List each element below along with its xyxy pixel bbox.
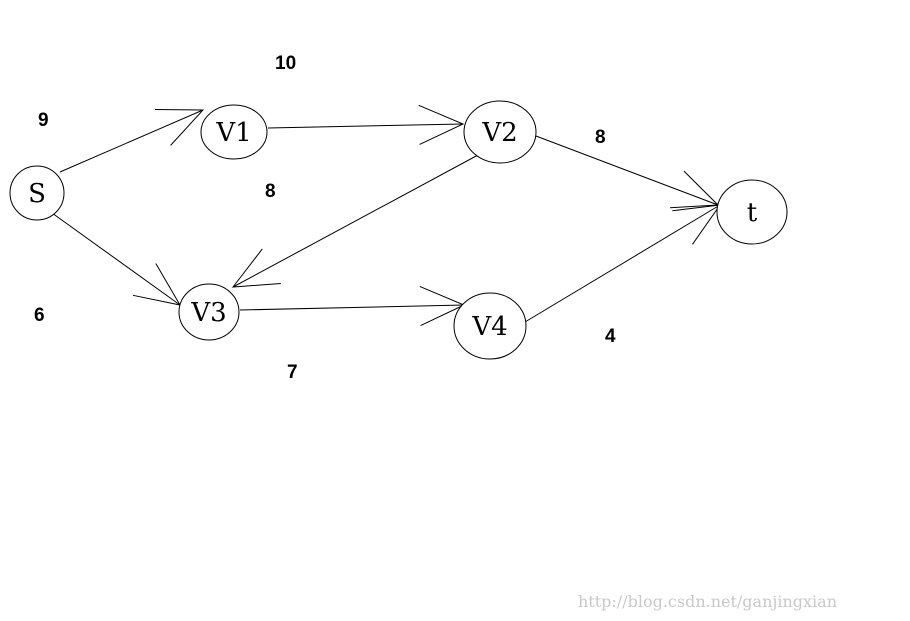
edge-line-s-v3 <box>51 212 181 306</box>
node-v3: V3 <box>178 283 240 341</box>
node-label-v3: V3 <box>190 298 226 328</box>
edge-line-v4-t <box>524 204 721 323</box>
weights-layer: 9 6 10 8 8 7 4 <box>34 53 616 383</box>
edge-weight-s-v1: 9 <box>38 110 49 131</box>
arrowhead-s-v3 <box>132 263 181 306</box>
edge-line-v3-v4 <box>239 304 465 311</box>
edge-line-v2-t <box>535 135 719 206</box>
node-v1: V1 <box>200 104 268 160</box>
node-s: S <box>9 165 65 221</box>
node-circle-t <box>716 179 788 245</box>
node-t: t <box>716 179 788 245</box>
node-circle-v1 <box>200 104 268 160</box>
arrowhead-s-v1 <box>154 108 205 146</box>
arrowhead-v4-t <box>672 204 722 245</box>
node-v4: V4 <box>453 292 527 360</box>
node-label-s: S <box>28 179 46 209</box>
node-label-v1: V1 <box>215 118 251 148</box>
edge-weight-v1-v2: 10 <box>275 53 296 74</box>
node-circle-s <box>9 165 65 221</box>
node-label-v4: V4 <box>471 312 507 342</box>
edge-line-v2-v3 <box>232 154 479 288</box>
edge-v2-t <box>535 135 720 209</box>
edge-weight-v4-t: 4 <box>605 326 616 347</box>
edge-line-v1-v2 <box>267 123 464 129</box>
edge-v3-v4 <box>239 285 466 326</box>
edge-v2-v3 <box>231 154 479 288</box>
edges-layer <box>51 104 722 326</box>
node-circle-v4 <box>453 292 527 360</box>
node-circle-v2 <box>463 100 537 164</box>
watermark: http://blog.csdn.net/ganjingxian <box>578 592 837 611</box>
node-v2: V2 <box>463 100 537 164</box>
edge-s-v1 <box>59 108 205 173</box>
edge-v4-t <box>524 204 722 323</box>
edge-line-s-v1 <box>59 109 204 173</box>
edge-weight-v3-v4: 7 <box>287 362 298 383</box>
node-label-v2: V2 <box>481 118 517 148</box>
arrowhead-v2-v3 <box>231 248 281 288</box>
edge-weight-v2-v3: 8 <box>265 181 276 202</box>
edge-weight-s-v3: 6 <box>34 305 45 326</box>
edge-weight-v2-t: 8 <box>595 127 606 148</box>
edge-s-v3 <box>51 212 181 306</box>
node-circle-v3 <box>178 283 240 341</box>
node-label-t: t <box>747 198 758 228</box>
arrowhead-v1-v2 <box>418 104 465 145</box>
edge-v1-v2 <box>267 104 465 145</box>
